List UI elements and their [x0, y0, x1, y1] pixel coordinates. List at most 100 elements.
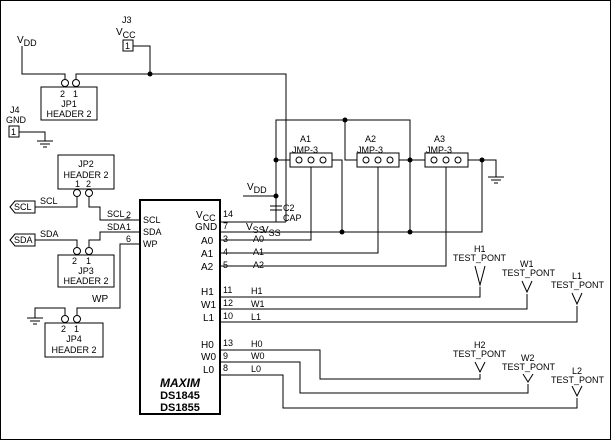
- svg-text:TEST_PONT: TEST_PONT: [551, 375, 605, 385]
- j3-pin-number: 1: [125, 41, 130, 51]
- junction-gnd-a1: [339, 229, 345, 235]
- svg-text:H2: H2: [474, 340, 486, 350]
- a3-wiper-wire: [270, 167, 447, 267]
- svg-text:4: 4: [223, 247, 228, 257]
- svg-text:SDA: SDA: [143, 227, 162, 237]
- svg-text:13: 13: [223, 338, 233, 348]
- jp3-header: 2 1 JP3 HEADER 2: [57, 247, 115, 288]
- svg-text:A2: A2: [253, 260, 264, 270]
- svg-text:W0: W0: [251, 351, 265, 361]
- jp3-pin2-number: 2: [72, 256, 77, 266]
- j3-vcc-label: VCC: [116, 27, 136, 40]
- sda-net-label: SDA: [40, 229, 59, 239]
- w0-net-wire: [220, 361, 529, 394]
- jp1-pin1-number: 1: [73, 89, 78, 99]
- wp-net-label: WP: [92, 294, 108, 305]
- test-point-h2: H2 TEST_PONT: [453, 340, 507, 374]
- jp2-type: HEADER 2: [63, 170, 108, 180]
- jp2-pin1-number: 1: [75, 179, 80, 189]
- svg-text:TEST_PONT: TEST_PONT: [502, 268, 556, 278]
- test-point-h1: H1 TEST_PONT: [453, 244, 507, 287]
- svg-text:2: 2: [126, 210, 131, 220]
- jp4-header: 2 1 JP4 HEADER 2: [44, 315, 104, 358]
- scl-bus-wire: [88, 197, 140, 221]
- jp3-type: HEADER 2: [63, 276, 108, 286]
- j4-gnd-wire: [19, 131, 46, 141]
- test-point-l2: L2 TEST_PONT: [551, 366, 605, 398]
- jp1-pin1-wire: [75, 73, 150, 79]
- a1-wiper-wire: [270, 167, 312, 241]
- jp4-gnd-wire: [34, 307, 66, 318]
- ic-left-pins: 2 SCL 1 SDA 6 WP: [126, 210, 162, 249]
- jp1-body: [40, 86, 98, 121]
- vdd-top-wire: [21, 46, 66, 79]
- svg-text:5: 5: [223, 260, 228, 270]
- svg-text:GND: GND: [195, 222, 217, 233]
- sda-port-wire: [35, 239, 78, 247]
- svg-text:L2: L2: [572, 366, 582, 376]
- svg-text:6: 6: [126, 234, 131, 244]
- h1-net-wire: [220, 287, 481, 298]
- jp1-header: 2 1 JP1 HEADER 2: [40, 79, 98, 121]
- svg-text:L1: L1: [203, 313, 215, 324]
- jp3-pin1-number: 1: [86, 256, 91, 266]
- wp-bus-wire: [76, 243, 140, 315]
- j4-gnd-label: GND: [6, 115, 27, 125]
- rail-vss-label: VSS: [246, 222, 265, 235]
- sda-port-label: SDA: [14, 235, 33, 245]
- a2-right-wire: [399, 159, 411, 232]
- svg-text:A0: A0: [253, 234, 264, 244]
- svg-text:A2: A2: [201, 262, 214, 273]
- jp1-pin2: [61, 79, 69, 87]
- a3-right-wire: [270, 159, 483, 233]
- ic-pin-vcc-name: VCC: [196, 210, 216, 223]
- svg-text:TEST_PONT: TEST_PONT: [502, 362, 556, 372]
- jp1-pin2-number: 2: [60, 89, 65, 99]
- jumper-a2-type: JMP-3: [357, 145, 383, 155]
- svg-text:W1: W1: [251, 299, 265, 309]
- junction-a3-right: [479, 157, 485, 163]
- jp4-pin1-number: 1: [74, 324, 79, 334]
- w1-net-wire: [220, 294, 528, 310]
- jp2-pin2-number: 2: [86, 179, 91, 189]
- svg-text:1: 1: [126, 222, 131, 232]
- svg-text:3: 3: [223, 234, 228, 244]
- svg-text:8: 8: [223, 363, 228, 373]
- svg-text:L1: L1: [251, 312, 261, 322]
- svg-text:9: 9: [223, 351, 228, 361]
- gnd-pin-net-label: VSS: [262, 225, 281, 238]
- jp2-header: JP2 HEADER 2 1 2: [57, 154, 115, 197]
- jumper-a1-ref: A1: [300, 134, 311, 144]
- jumper-ground-symbol: [488, 176, 504, 184]
- junction-a2-top: [342, 117, 348, 123]
- svg-text:H0: H0: [201, 340, 214, 351]
- jp4-pin2-number: 2: [61, 324, 66, 334]
- junction-a2-right: [407, 157, 413, 163]
- ic-part-ds1855: DS1855: [160, 402, 200, 414]
- test-point-w1: W1 TEST_PONT: [502, 259, 556, 294]
- jumper-a2-ref: A2: [365, 134, 376, 144]
- jumper-a1-type: JMP-3: [292, 145, 318, 155]
- svg-text:H0: H0: [251, 339, 263, 349]
- j4-name: J4: [10, 105, 20, 115]
- jp3-name: JP3: [78, 266, 94, 276]
- svg-text:H1: H1: [474, 244, 486, 254]
- svg-text:H1: H1: [201, 287, 214, 298]
- sda-bus-label: SDA_: [107, 222, 132, 232]
- junction-vcc-jp1: [147, 71, 153, 77]
- svg-text:12: 12: [223, 298, 233, 308]
- svg-text:W0: W0: [201, 352, 216, 363]
- h0-net-wire: [220, 349, 481, 380]
- svg-text:L1: L1: [572, 271, 582, 281]
- jumper-a3-type: JMP-3: [426, 145, 452, 155]
- jp4-name: JP4: [66, 334, 82, 344]
- jumper-a3: A3 JMP-3: [424, 134, 469, 168]
- ic-right-pins: VCC 14 GND 7 A0 3 A0 A1 4 A1 A2 5 A2 H1 …: [195, 209, 270, 376]
- svg-text:H1: H1: [251, 286, 263, 296]
- svg-text:W1: W1: [201, 300, 216, 311]
- svg-text:TEST_PONT: TEST_PONT: [551, 280, 605, 290]
- jumper-gnd-wire: [482, 159, 497, 177]
- jumper-a2: A2 JMP-3: [356, 134, 400, 168]
- svg-text:10: 10: [223, 311, 233, 321]
